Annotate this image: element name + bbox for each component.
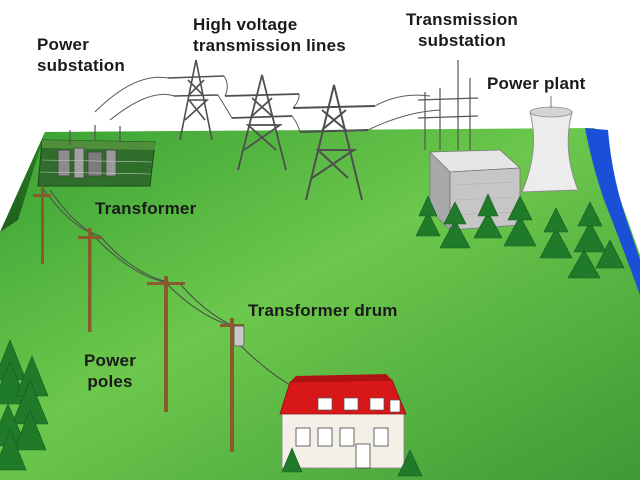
trees-lower-left: [0, 339, 49, 471]
transmission-tower-3: [292, 84, 376, 201]
house-door: [355, 443, 371, 469]
power-pole-4: [220, 318, 245, 452]
power-pole-1: [33, 186, 51, 264]
cooling-tower: [521, 96, 579, 193]
label-high-voltage-lines: High voltage transmission lines: [193, 15, 346, 55]
transmission-lines: [94, 75, 441, 133]
dormer-windows: [316, 386, 401, 413]
label-transformer: Transformer: [95, 199, 197, 218]
transmission-tower-2: [224, 74, 300, 171]
power-pole-3: [147, 276, 185, 412]
trees-near-house: [281, 447, 423, 477]
label-power-plant: Power plant: [487, 74, 586, 93]
house: [279, 374, 407, 469]
power-plant-building: [429, 149, 521, 231]
transmission-tower-1: [167, 59, 225, 141]
trees-power-plant: [415, 193, 625, 279]
house-windows: [295, 427, 389, 447]
transmission-substation: [417, 60, 479, 150]
transformer-drum-device: [233, 325, 245, 347]
power-pole-2: [78, 228, 102, 332]
label-transmission-substation: Transmission substation: [406, 10, 518, 50]
ground-left-edge: [0, 132, 45, 232]
label-power-poles: Power poles: [84, 351, 137, 391]
power-substation: [37, 125, 156, 187]
river: [585, 128, 640, 295]
label-power-substation: Power substation: [37, 35, 125, 75]
label-transformer-drum: Transformer drum: [248, 301, 398, 320]
